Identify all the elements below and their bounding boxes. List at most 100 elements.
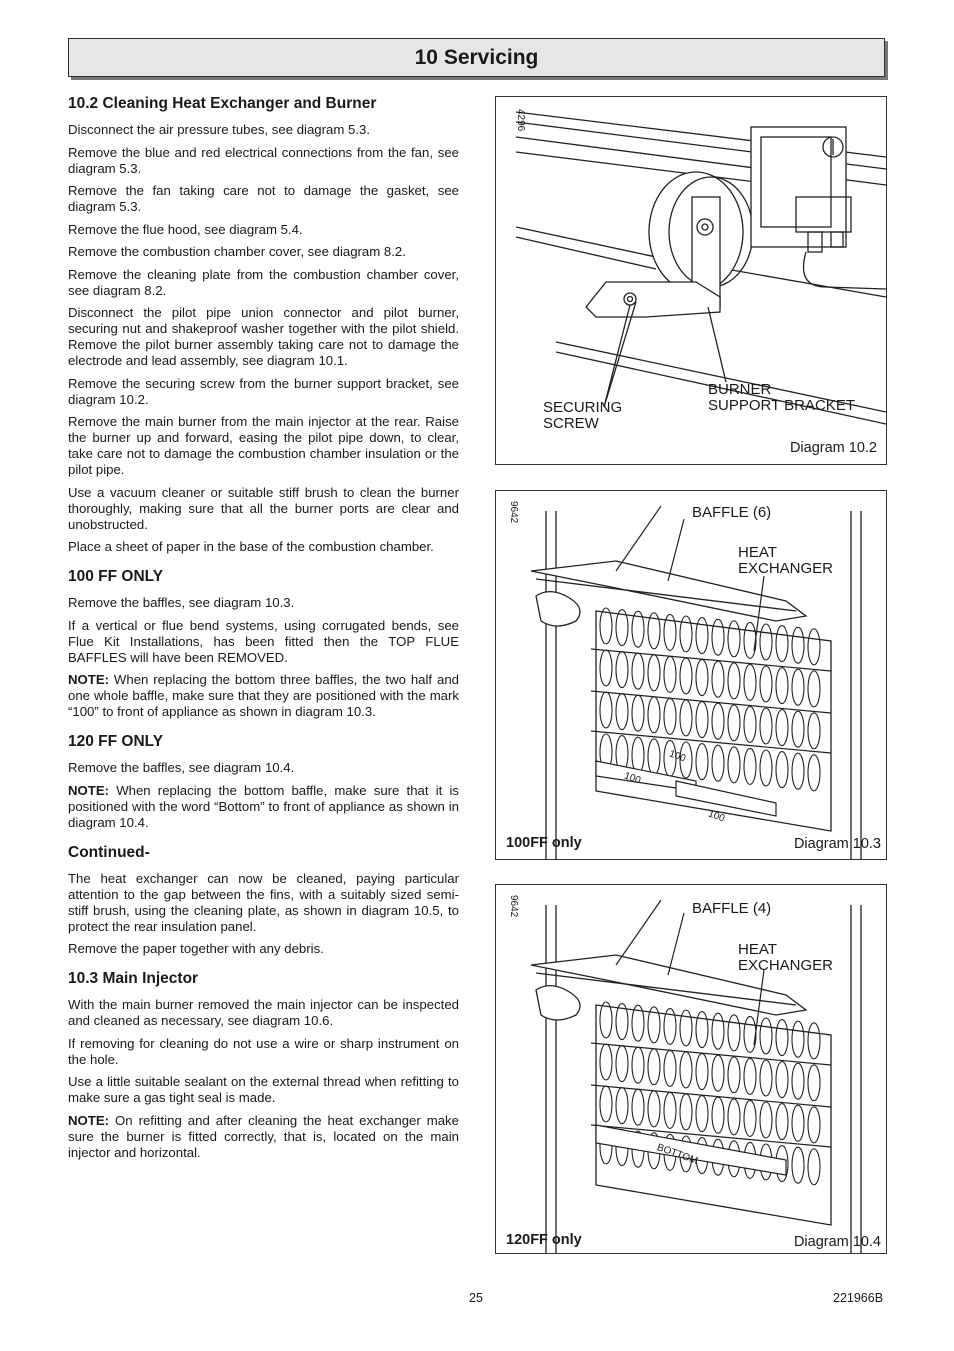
heat-exchanger-fin bbox=[599, 1085, 613, 1123]
heat-exchanger-fin bbox=[647, 1006, 661, 1044]
heat-exchanger-fin bbox=[807, 754, 821, 792]
heat-exchanger-fin bbox=[647, 612, 661, 650]
label-heat-exchanger: HEAT EXCHANGER bbox=[738, 544, 834, 577]
heat-exchanger-fin bbox=[743, 705, 757, 743]
note-text: When replacing the bottom three baffles,… bbox=[68, 672, 459, 719]
heat-exchanger-fin bbox=[663, 1091, 677, 1129]
diagram-10-4: 9642 BAFFLE (4) HEAT EXCHANGER BOTTOM 12… bbox=[495, 884, 887, 1254]
heat-exchanger-fin bbox=[647, 696, 661, 734]
paragraph: Remove the baffles, see diagram 10.4. bbox=[68, 760, 295, 775]
paragraph: Remove the baffles, see diagram 10.3. bbox=[68, 595, 295, 610]
heat-exchanger-fin bbox=[631, 1046, 645, 1084]
paragraph: If a vertical or flue bend systems, usin… bbox=[68, 617, 459, 665]
paragraph: The heat exchanger can now be cleaned, p… bbox=[68, 870, 459, 934]
heat-exchanger-fin bbox=[599, 1043, 613, 1081]
label-baffle: BAFFLE (6) bbox=[692, 504, 772, 521]
heat-exchanger-fin bbox=[711, 1012, 725, 1050]
heat-exchanger-fin bbox=[711, 702, 725, 740]
paragraph: Disconnect the pilot pipe union connecto… bbox=[68, 305, 459, 368]
document-code: 221966B bbox=[833, 1291, 884, 1305]
paragraph: Remove the main burner from the main inj… bbox=[68, 414, 459, 477]
diagram-caption: Diagram 10.4 bbox=[793, 1234, 881, 1250]
paragraph: Use a vacuum cleaner or suitable stiff b… bbox=[68, 484, 459, 532]
heat-exchanger-fin bbox=[647, 654, 661, 692]
heat-exchanger-fin bbox=[743, 1015, 757, 1053]
section-heading-injector: 10.3 Main Injector bbox=[68, 970, 199, 987]
burner-bracket-illustration bbox=[515, 111, 886, 425]
page-number: 25 bbox=[469, 1291, 483, 1305]
heat-exchanger-fin bbox=[615, 1087, 629, 1125]
note-label: NOTE: bbox=[68, 1112, 110, 1128]
paragraph: Disconnect the air pressure tubes, see d… bbox=[68, 122, 371, 137]
heat-exchanger-fin bbox=[679, 1093, 693, 1131]
drawing-ref-number: 9642 bbox=[508, 501, 519, 524]
heat-exchanger-fin bbox=[599, 1001, 613, 1039]
baffles-120ff-illustration bbox=[530, 899, 862, 1253]
diagram-10-3: 9642 BAFFLE (6) HEAT EXCHANGER 100 100 1… bbox=[495, 490, 887, 860]
heat-exchanger-fin bbox=[743, 1099, 757, 1137]
heat-exchanger-fin bbox=[679, 615, 693, 653]
heat-exchanger-fin bbox=[615, 1003, 629, 1041]
heat-exchanger-fin bbox=[599, 691, 613, 729]
heat-exchanger-fin bbox=[775, 751, 789, 789]
heat-exchanger-fin bbox=[615, 651, 629, 689]
heat-exchanger-fin bbox=[775, 667, 789, 705]
paragraph: If removing for cleaning do not use a wi… bbox=[68, 1035, 459, 1067]
heat-exchanger-fin bbox=[615, 1045, 629, 1083]
text-column: 10.2 Cleaning Heat Exchanger and Burner … bbox=[68, 95, 459, 1167]
heat-exchanger-fin bbox=[663, 1049, 677, 1087]
section-heading-120ff: 120 FF ONLY bbox=[68, 733, 164, 750]
heat-exchanger-fin bbox=[631, 652, 645, 690]
heat-exchanger-fin bbox=[807, 628, 821, 666]
heat-exchanger-fin bbox=[775, 1103, 789, 1141]
heat-exchanger-fin bbox=[743, 663, 757, 701]
diagram-10-2: 4296 SECURING SCREW BURNER SUPPORT BRACK… bbox=[495, 96, 887, 465]
label-burner-support-bracket: BURNER SUPPORT BRACKET bbox=[708, 381, 855, 414]
heat-exchanger-fin bbox=[647, 1090, 661, 1128]
heat-exchanger-fin bbox=[743, 1057, 757, 1095]
heat-exchanger-fin bbox=[711, 744, 725, 782]
drawing-ref-number: 9642 bbox=[508, 895, 519, 918]
heat-exchanger-fin bbox=[807, 1106, 821, 1144]
heat-exchanger-fin bbox=[679, 741, 693, 779]
heat-exchanger-fin bbox=[663, 655, 677, 693]
heat-exchanger-fin bbox=[775, 709, 789, 747]
heat-exchanger-fin bbox=[695, 617, 709, 655]
heat-exchanger-fin bbox=[759, 749, 773, 787]
note-text: On refitting and after cleaning the heat… bbox=[68, 1112, 459, 1160]
paragraph: Remove the cleaning plate from the combu… bbox=[68, 266, 459, 298]
heat-exchanger-fin bbox=[647, 738, 661, 776]
paragraph: Remove the flue hood, see diagram 5.4. bbox=[68, 221, 303, 237]
baffles-100ff-illustration bbox=[530, 505, 862, 859]
heat-exchanger-fin bbox=[615, 693, 629, 731]
heat-exchanger-fin bbox=[727, 620, 741, 658]
paragraph: Remove the combustion chamber cover, see… bbox=[68, 244, 406, 259]
heat-exchanger-fin bbox=[759, 1059, 773, 1097]
heat-exchanger-fin bbox=[695, 1053, 709, 1091]
paragraph: Use a little suitable sealant on the ext… bbox=[68, 1074, 459, 1105]
heat-exchanger-fin bbox=[631, 694, 645, 732]
heat-exchanger-fin bbox=[759, 623, 773, 661]
heat-exchanger-fin bbox=[759, 1101, 773, 1139]
heat-exchanger-fin bbox=[759, 665, 773, 703]
heat-exchanger-fin bbox=[695, 1011, 709, 1049]
heat-exchanger-fin bbox=[727, 746, 741, 784]
heat-exchanger-fin bbox=[743, 621, 757, 659]
heat-exchanger-fin bbox=[775, 1061, 789, 1099]
note-label: NOTE: bbox=[68, 782, 110, 798]
heat-exchanger-fin bbox=[791, 710, 805, 748]
heat-exchanger-fin bbox=[791, 1062, 805, 1100]
paragraph: With the main burner removed the main in… bbox=[68, 997, 459, 1028]
heat-exchanger-fin bbox=[599, 649, 613, 687]
heat-exchanger-fin bbox=[807, 670, 821, 708]
heat-exchanger-fin bbox=[711, 1096, 725, 1134]
note-paragraph: NOTE: When replacing the bottom three ba… bbox=[68, 672, 459, 720]
heat-exchanger-fin bbox=[807, 712, 821, 750]
heat-exchanger-fin bbox=[631, 610, 645, 648]
page-header: 10 Servicing bbox=[68, 38, 885, 77]
paragraph: Remove the paper together with any debri… bbox=[68, 941, 324, 956]
heat-exchanger-fin bbox=[695, 1095, 709, 1133]
heat-exchanger-fin bbox=[759, 1017, 773, 1055]
heat-exchanger-fin bbox=[791, 626, 805, 664]
label-heat-exchanger: HEAT EXCHANGER bbox=[738, 941, 834, 974]
